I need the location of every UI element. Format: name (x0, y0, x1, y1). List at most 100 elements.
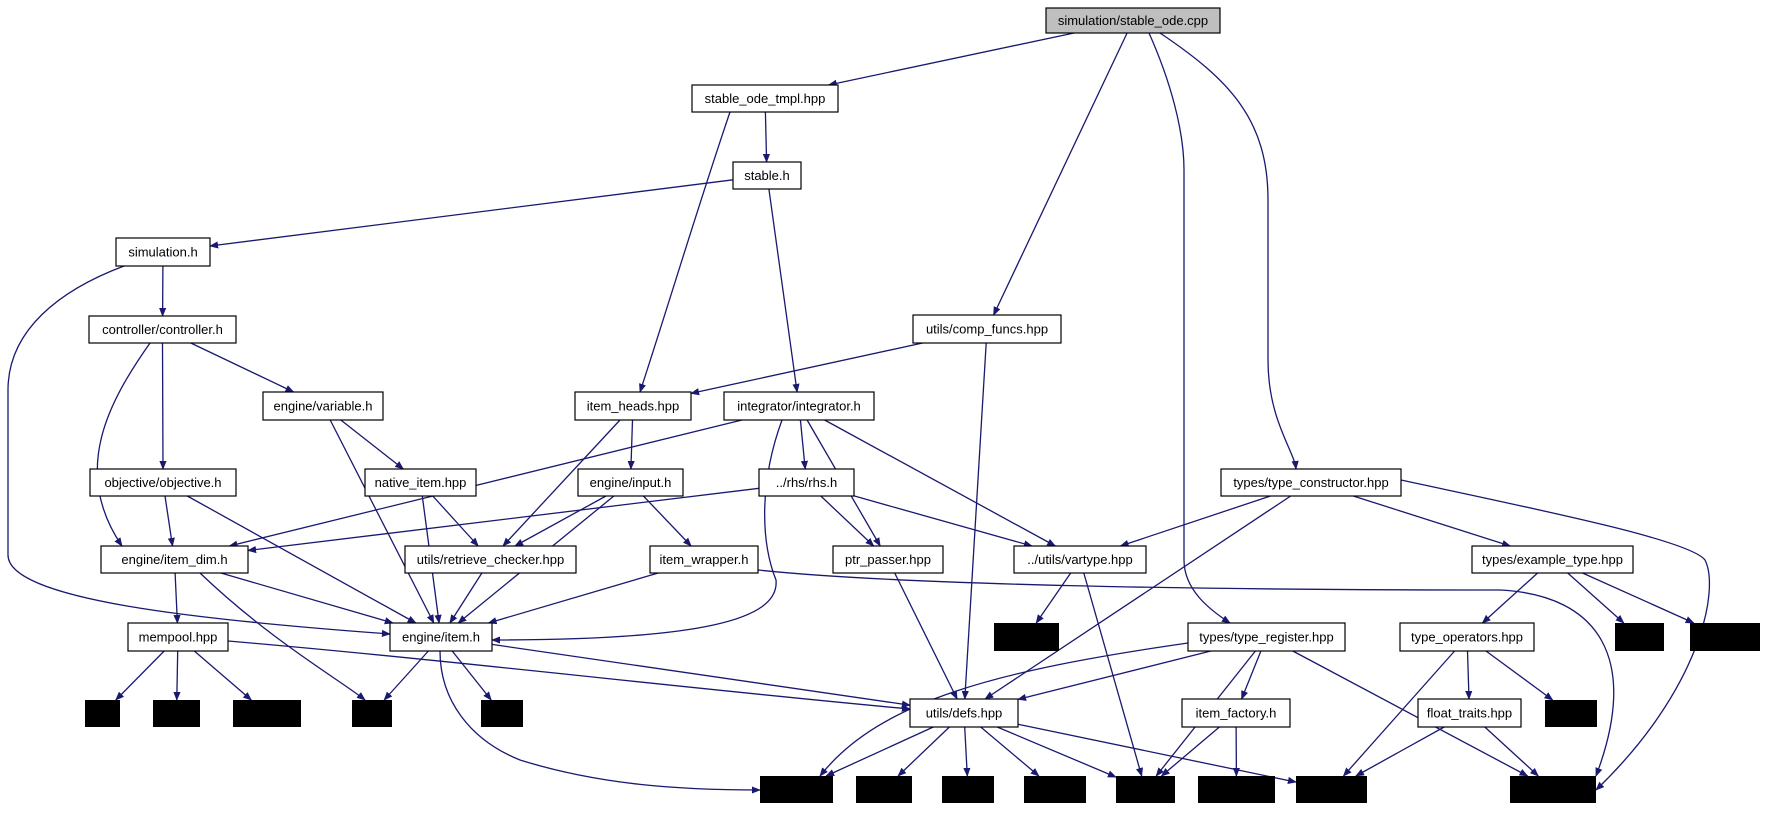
edge-vart-to-string (1083, 572, 1143, 777)
node-box (404, 545, 577, 574)
edge-stableh-to-simh (209, 179, 734, 249)
node-label: utils/retrieve_checker.hpp (417, 552, 564, 567)
edge-treg-to-iostream (819, 642, 1189, 777)
node-string: string (1116, 776, 1175, 803)
node-box (1181, 698, 1291, 728)
node-simh[interactable]: simulation.h (115, 237, 211, 267)
node-ptr[interactable]: ptr_passer.hpp (832, 545, 944, 574)
node-ifac[interactable]: item_factory.h (1181, 698, 1291, 728)
node-box (153, 700, 200, 727)
node-tops[interactable]: type_operators.hpp (1399, 622, 1535, 652)
edge-simh-to-item (7, 265, 391, 637)
node-rhs[interactable]: ../rhs/rhs.h (758, 468, 855, 497)
edge-integ-to-rhs (799, 419, 808, 470)
edge-defs-to-cstdlib (897, 726, 950, 777)
node-var[interactable]: engine/variable.h (262, 391, 384, 421)
edge-defs-to-iostream (825, 726, 934, 777)
edge-ctrl-to-obj (159, 342, 167, 470)
edge-var-to-native (340, 419, 405, 470)
edge-tops-to-ftr (1465, 650, 1473, 700)
edge-vart-to-typeinfo (1035, 572, 1072, 624)
node-mempool[interactable]: mempool.hpp (127, 622, 229, 652)
node-vart[interactable]: ../utils/vartype.hpp (1013, 545, 1147, 574)
node-label: float_traits.hpp (1427, 706, 1512, 721)
node-label: stdint.h (156, 706, 198, 721)
node-ctrl[interactable]: controller/controller.h (88, 315, 237, 344)
edge-tcons-to-defs (984, 495, 1292, 700)
node-label: engine/item_dim.h (121, 552, 227, 567)
node-heads[interactable]: item_heads.hpp (574, 391, 692, 421)
node-box (1187, 622, 1346, 652)
node-label: controller/controller.h (102, 322, 223, 337)
node-box (912, 314, 1062, 344)
node-stableh[interactable]: stable.h (732, 161, 802, 190)
node-box (832, 545, 944, 574)
edge-obj-to-item (186, 495, 417, 624)
node-iostream: iostream (760, 776, 833, 803)
node-box (389, 622, 493, 652)
node-root[interactable]: simulation/stable_ode.cpp (1045, 7, 1221, 34)
node-label: item_heads.hpp (587, 399, 680, 414)
node-item[interactable]: engine/item.h (389, 622, 493, 652)
node-box (1296, 776, 1367, 803)
edge-comp-to-heads (690, 342, 923, 396)
edge-native-to-retr (432, 495, 479, 547)
node-integ[interactable]: integrator/integrator.h (723, 391, 875, 421)
node-box (364, 468, 477, 497)
node-exty[interactable]: types/example_type.hpp (1471, 545, 1634, 574)
node-label: list (95, 706, 111, 721)
node-input[interactable]: engine/input.h (577, 468, 684, 497)
node-ftr[interactable]: float_traits.hpp (1417, 698, 1522, 728)
node-box (85, 700, 120, 727)
edge-idim-to-item (220, 572, 394, 625)
edge-integ-to-idim (228, 419, 743, 548)
node-label: cstdlib (866, 782, 903, 797)
node-native[interactable]: native_item.hpp (364, 468, 477, 497)
node-set: set (352, 700, 392, 727)
node-cstdlib: cstdlib (856, 776, 912, 803)
node-map: map (481, 700, 523, 727)
node-box (1417, 698, 1522, 728)
node-label: item_factory.h (1196, 706, 1277, 721)
edge-mempool-to-assert (193, 650, 252, 701)
edge-ptr-to-defs (894, 572, 958, 700)
node-label: utility (1556, 706, 1586, 721)
node-tcons[interactable]: types/type_constructor.hpp (1220, 468, 1402, 497)
node-box (1615, 623, 1664, 651)
node-comp[interactable]: utils/comp_funcs.hpp (912, 314, 1062, 344)
node-typeinfo: typeinfo (994, 623, 1059, 651)
node-label: ../utils/vartype.hpp (1027, 552, 1133, 567)
node-label: utils/defs.hpp (926, 706, 1003, 721)
node-defs[interactable]: utils/defs.hpp (909, 698, 1019, 728)
node-box (233, 700, 301, 727)
node-label: ptr_passer.hpp (845, 552, 931, 567)
edge-tcons-to-vart (1119, 495, 1271, 547)
node-obj[interactable]: objective/objective.h (89, 468, 237, 497)
node-box (100, 545, 249, 574)
node-box (481, 700, 523, 727)
node-idim[interactable]: engine/item_dim.h (100, 545, 249, 574)
node-label: cmath (1622, 630, 1657, 645)
node-box (732, 161, 802, 190)
node-label: ostream (1702, 630, 1749, 645)
node-box (942, 776, 994, 803)
edge-root-to-treg (1148, 32, 1231, 624)
edge-var-to-item (329, 419, 435, 624)
node-retr[interactable]: utils/retrieve_checker.hpp (404, 545, 577, 574)
node-label: vector (950, 782, 986, 797)
node-tmpl[interactable]: stable_ode_tmpl.hpp (691, 84, 839, 113)
node-box (577, 468, 684, 497)
node-box (115, 237, 211, 267)
node-label: ../rhs/rhs.h (776, 475, 837, 490)
edge-obj-to-idim (164, 495, 175, 547)
edge-ctrl-to-var (190, 342, 295, 393)
node-box (649, 545, 759, 574)
node-label: functional (1209, 782, 1265, 797)
node-treg[interactable]: types/type_register.hpp (1187, 622, 1346, 652)
edge-mempool-to-list (115, 650, 165, 701)
edge-retr-to-item (449, 572, 483, 624)
edge-comp-to-defs (961, 342, 987, 700)
node-label: mempool.hpp (139, 630, 218, 645)
edge-exty-to-ostream (1582, 572, 1695, 624)
node-wrap[interactable]: item_wrapper.h (649, 545, 759, 574)
